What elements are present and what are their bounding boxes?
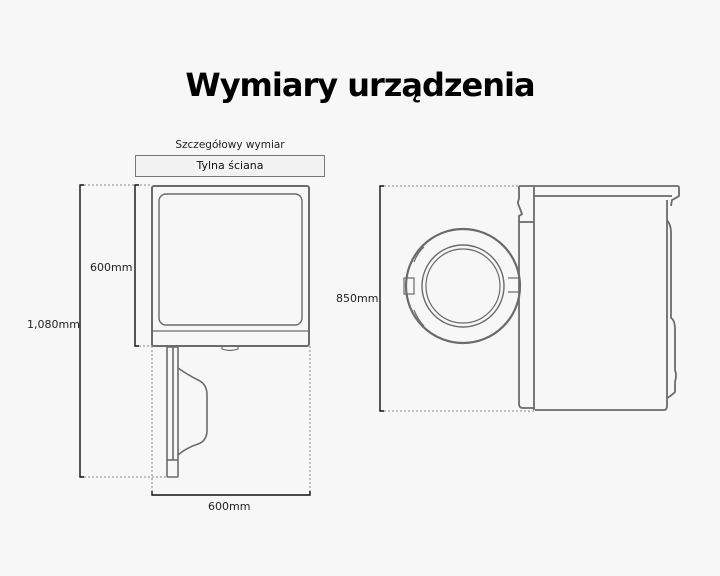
page-title: Wymiary urządzenia (185, 66, 535, 104)
cabinet-side (517, 185, 680, 411)
rear-wall-label: Tylna ściana (135, 155, 325, 177)
top-view-drawing (79, 184, 311, 496)
width-dimension-label: 600mm (208, 500, 251, 513)
front-view-drawing (379, 185, 680, 412)
door-porthole (403, 227, 522, 345)
detail-dimension-caption: Szczegółowy wymiar (175, 139, 285, 151)
depth-dimension-label: 600mm (90, 261, 133, 274)
total-depth-dimension-label: 1,080mm (27, 318, 80, 331)
height-dimension-label: 850mm (336, 292, 379, 305)
